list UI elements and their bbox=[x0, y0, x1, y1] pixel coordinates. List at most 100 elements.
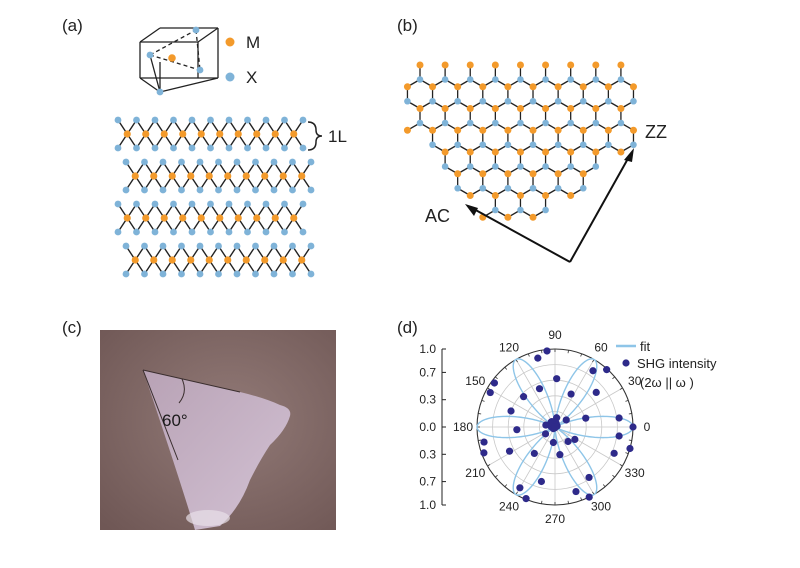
metal-atom bbox=[187, 172, 195, 180]
chalcogen-atom bbox=[492, 206, 499, 214]
metal-atom bbox=[441, 105, 449, 112]
metal-atom bbox=[150, 172, 158, 180]
chalcogen-atom bbox=[215, 242, 222, 250]
chalcogen-atom bbox=[122, 186, 130, 194]
data-point bbox=[572, 487, 580, 496]
radial-tick-label: 0.0 bbox=[419, 420, 436, 434]
metal-atom bbox=[466, 148, 474, 156]
metal-atom bbox=[298, 256, 306, 264]
chalcogen-atom bbox=[188, 144, 196, 152]
panel-b-label: (b) bbox=[397, 16, 418, 35]
angle-label: 60° bbox=[162, 411, 188, 430]
chalcogen-atom bbox=[114, 116, 122, 124]
data-point bbox=[522, 494, 530, 503]
chalcogen-atom bbox=[270, 270, 278, 278]
chalcogen-atom bbox=[289, 158, 296, 166]
chalcogen-atom bbox=[479, 97, 487, 105]
metal-atom bbox=[529, 170, 537, 178]
metal-atom bbox=[416, 61, 424, 69]
chalcogen-atom bbox=[170, 228, 177, 236]
metal-atom bbox=[567, 148, 575, 156]
data-point bbox=[567, 390, 575, 398]
chalcogen-atom bbox=[151, 116, 159, 124]
chalcogen-atom bbox=[517, 163, 524, 170]
metal-atom bbox=[197, 130, 205, 138]
metal-atom bbox=[567, 105, 575, 112]
chalcogen-atom bbox=[542, 206, 549, 214]
angle-tick-label: 60 bbox=[594, 340, 608, 354]
monolayer-label: 1L bbox=[328, 127, 347, 146]
cube-atom-x bbox=[156, 88, 164, 96]
metal-atom bbox=[123, 130, 131, 138]
data-point bbox=[535, 385, 544, 393]
chalcogen-atom bbox=[196, 158, 204, 166]
ac-label: AC bbox=[425, 206, 450, 226]
metal-atom bbox=[441, 61, 449, 69]
data-point bbox=[530, 449, 538, 458]
chalcogen-atom bbox=[617, 119, 625, 127]
metal-atom bbox=[234, 214, 242, 222]
chalcogen-atom bbox=[133, 228, 140, 236]
chalcogen-atom bbox=[188, 200, 196, 208]
panel-b-lattice: ZZ AC bbox=[403, 61, 667, 263]
metal-atom bbox=[224, 256, 232, 264]
data-point bbox=[585, 493, 593, 501]
metal-atom bbox=[542, 192, 550, 199]
chalcogen-atom bbox=[289, 242, 296, 250]
chalcogen-atom bbox=[141, 158, 148, 166]
chalcogen-atom bbox=[567, 76, 574, 83]
chalcogen-atom bbox=[207, 116, 214, 124]
chalcogen-atom bbox=[542, 76, 549, 83]
chalcogen-atom bbox=[114, 200, 122, 208]
chalcogen-atom bbox=[517, 76, 524, 83]
angle-arc bbox=[178, 378, 185, 404]
metal-atom bbox=[253, 130, 261, 138]
metal-atom bbox=[516, 192, 524, 199]
chalcogen-atom bbox=[244, 144, 251, 152]
metal-atom bbox=[179, 214, 187, 222]
chalcogen-atom bbox=[307, 158, 315, 166]
data-point bbox=[562, 416, 570, 424]
metal-atom bbox=[271, 214, 279, 222]
chalcogen-atom bbox=[133, 144, 140, 152]
chalcogen-atom bbox=[252, 158, 259, 166]
chalcogen-atom bbox=[270, 242, 278, 250]
chalcogen-atom bbox=[605, 141, 612, 149]
cube-atom-m bbox=[168, 54, 176, 62]
metal-atom bbox=[261, 172, 269, 180]
chalcogen-atom bbox=[299, 228, 307, 236]
chalcogen-atom bbox=[429, 97, 436, 105]
chalcogen-atom bbox=[225, 200, 233, 208]
metal-atom bbox=[271, 130, 279, 138]
metal-atom bbox=[629, 83, 637, 91]
metal-atom bbox=[168, 256, 176, 264]
chalcogen-atom bbox=[262, 200, 270, 208]
chalcogen-atom bbox=[233, 158, 241, 166]
metal-atom bbox=[142, 130, 150, 138]
metal-atom bbox=[197, 214, 205, 222]
chalcogen-atom bbox=[207, 228, 214, 236]
metal-atom bbox=[290, 130, 298, 138]
legend-x-marker bbox=[225, 72, 235, 82]
data-point bbox=[480, 438, 488, 446]
metal-atom bbox=[466, 61, 474, 69]
metal-atom bbox=[479, 126, 487, 134]
metal-atom bbox=[454, 83, 462, 91]
chalcogen-atom bbox=[141, 186, 148, 194]
edge-line-2 bbox=[142, 369, 179, 461]
metal-atom bbox=[160, 130, 168, 138]
data-point bbox=[534, 354, 542, 362]
chalcogen-atom bbox=[504, 97, 512, 105]
chalcogen-atom bbox=[151, 200, 159, 208]
metal-atom bbox=[253, 214, 261, 222]
chalcogen-atom bbox=[630, 97, 637, 105]
data-point bbox=[537, 477, 546, 486]
chalcogen-atom bbox=[244, 116, 251, 124]
metal-atom bbox=[454, 170, 462, 178]
chalcogen-atom bbox=[159, 158, 167, 166]
chalcogen-atom bbox=[579, 97, 587, 105]
angle-tick-label: 330 bbox=[625, 466, 645, 480]
data-point bbox=[507, 407, 515, 415]
chalcogen-atom bbox=[270, 158, 278, 166]
chalcogen-atom bbox=[233, 270, 241, 278]
